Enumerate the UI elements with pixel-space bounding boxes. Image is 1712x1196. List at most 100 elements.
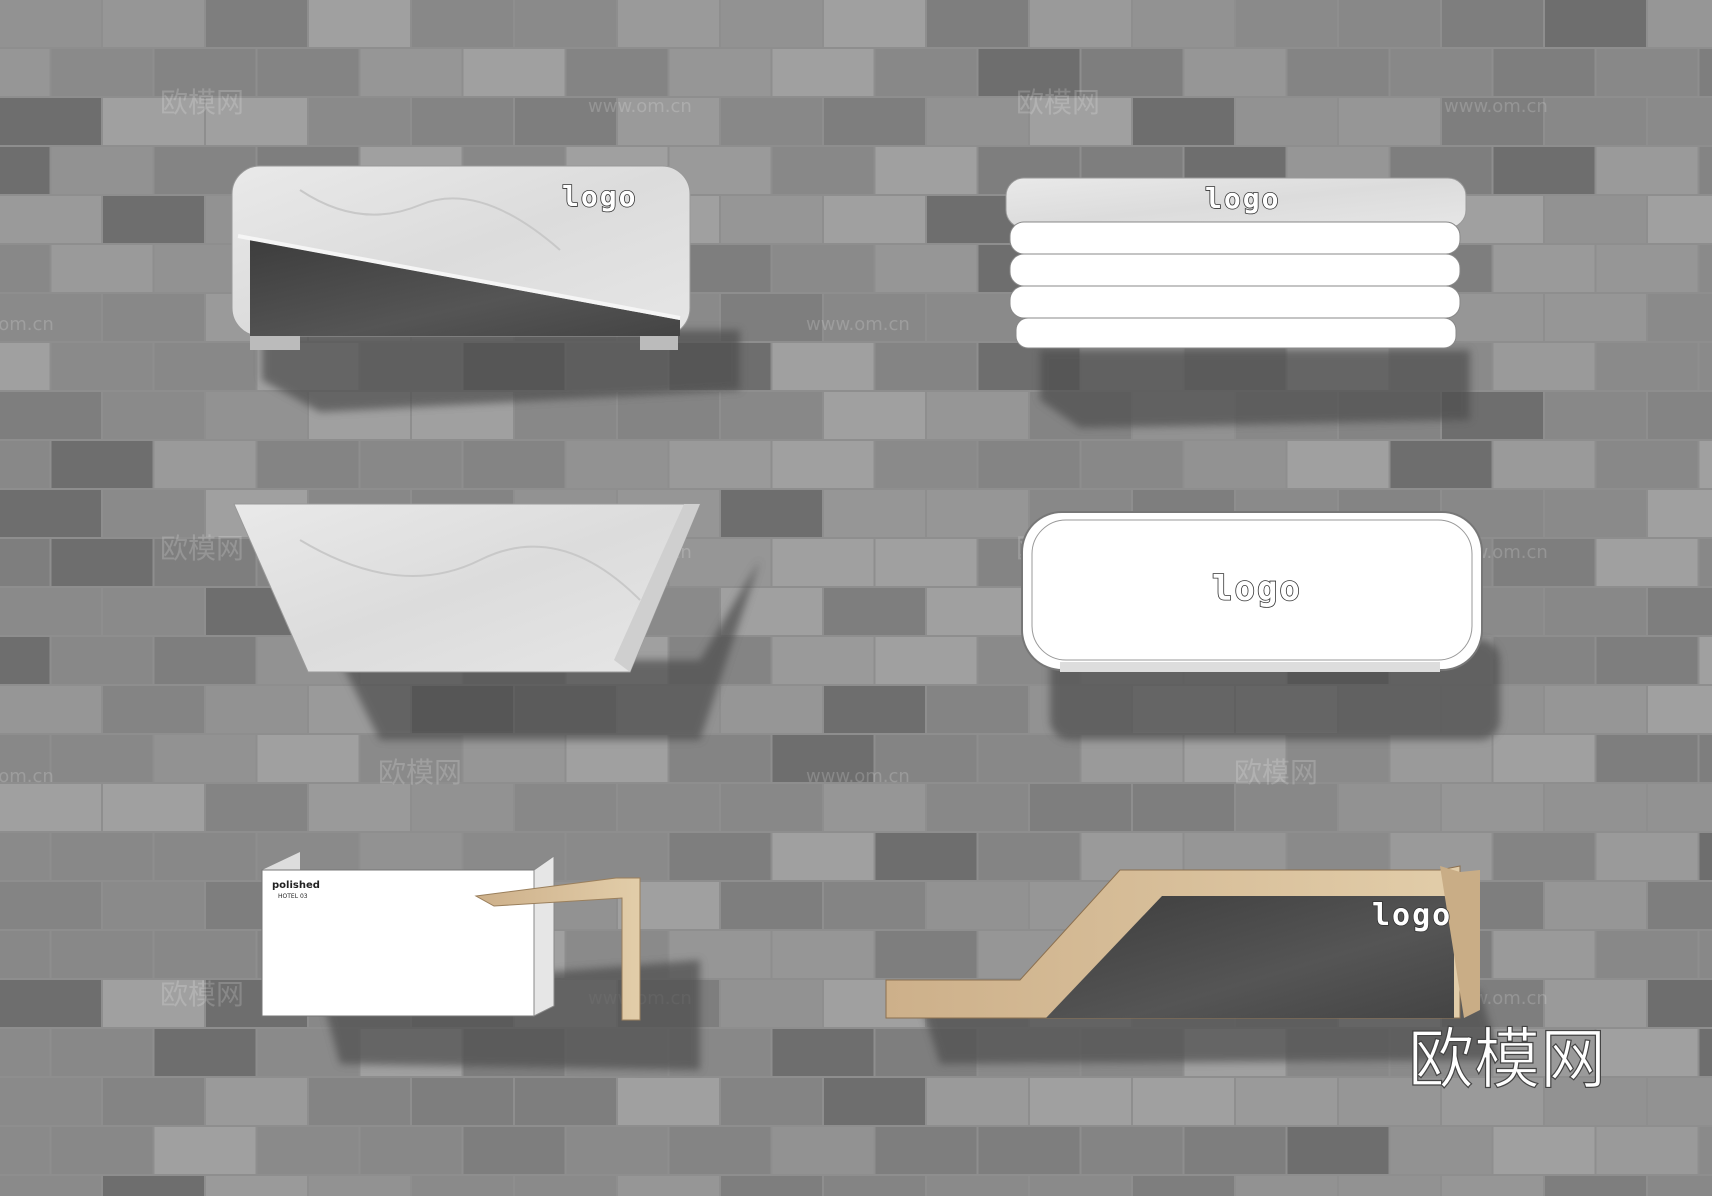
wall-tile [1339, 98, 1440, 145]
wall-tile [51, 147, 153, 194]
wall-tile [1287, 49, 1389, 96]
wall-tile [875, 833, 977, 880]
wall-tile [1339, 1078, 1440, 1125]
wall-tile [1596, 245, 1698, 292]
wall-tile [1390, 1127, 1492, 1174]
wall-tile [412, 0, 513, 47]
wall-tile [103, 882, 204, 929]
wall-tile [1648, 98, 1712, 145]
wall-tile [0, 784, 101, 831]
wall-tile [1545, 392, 1646, 439]
wall-tile [1081, 441, 1183, 488]
wall-tile [0, 539, 50, 586]
dark-marble-panel [1046, 896, 1454, 1018]
wall-tile [824, 784, 925, 831]
corner-watermark: 欧模网 [1408, 1021, 1606, 1098]
desk-shadow [340, 560, 760, 740]
background-watermark: 欧模网 [160, 978, 244, 1011]
wall-tile [1030, 784, 1131, 831]
wall-tile [51, 49, 153, 96]
wall-tile [1493, 833, 1595, 880]
wall-tile [103, 490, 204, 537]
wall-tile [1287, 441, 1389, 488]
marble-vein [299, 539, 641, 601]
wall-tile [618, 0, 719, 47]
wall-tile [51, 1029, 153, 1076]
wall-tile [1648, 294, 1712, 341]
wall-tile [103, 196, 204, 243]
wall-tile [103, 686, 204, 733]
desk-body [261, 869, 535, 1017]
wall-tile [618, 1176, 719, 1196]
wall-tile [721, 392, 822, 439]
wall-tile [1545, 98, 1646, 145]
wall-tile [875, 637, 977, 684]
wall-tile [1030, 1078, 1131, 1125]
wall-tile [206, 0, 307, 47]
wall-tile [824, 98, 925, 145]
reception-desk-3 [233, 503, 760, 740]
wall-tile [0, 147, 50, 194]
wall-tile [978, 1127, 1080, 1174]
background-watermark: 欧模网 [160, 532, 244, 565]
desk-foot [640, 336, 678, 350]
background-watermark: www.om.cn [0, 314, 54, 335]
wall-tile [1545, 1176, 1646, 1196]
wall-tile [772, 833, 874, 880]
wall-tile [618, 784, 719, 831]
wall-tile [1493, 441, 1595, 488]
wall-tile [515, 98, 616, 145]
wall-tile [103, 1176, 204, 1196]
desk-edge [237, 234, 681, 320]
background-watermark: www.om.cn [1444, 96, 1548, 117]
wall-tile [824, 294, 925, 341]
reception-desk-1: logo [231, 165, 740, 412]
wall-tile [0, 392, 101, 439]
wall-tile [875, 735, 977, 782]
wall-tile [463, 441, 565, 488]
wall-tile [1184, 735, 1286, 782]
wall-tile [1545, 196, 1646, 243]
wall-tile [154, 539, 256, 586]
wall-tile [1699, 833, 1712, 880]
wall-tile [978, 833, 1080, 880]
wall-tile [1493, 637, 1595, 684]
wall-tile [1339, 0, 1440, 47]
wall-tile [721, 0, 822, 47]
wall-tile [51, 245, 153, 292]
wall-tile [978, 49, 1080, 96]
wall-tile [978, 735, 1080, 782]
wall-tile [51, 539, 153, 586]
wall-tile [1699, 147, 1712, 194]
wall-tile [309, 0, 410, 47]
wall-tile [1545, 882, 1646, 929]
wall-tile [412, 1078, 513, 1125]
wall-tile [154, 343, 256, 390]
wall-tile [0, 196, 101, 243]
wall-tile [0, 882, 101, 929]
wall-tile [824, 882, 925, 929]
wall-tile [1699, 637, 1712, 684]
wall-tile [978, 441, 1080, 488]
wall-tile [0, 1127, 50, 1174]
wall-tile [927, 98, 1028, 145]
wall-tile [463, 49, 565, 96]
wall-tile [927, 490, 1028, 537]
wall-tile [875, 441, 977, 488]
background-watermark: 欧模网 [1016, 86, 1100, 119]
wall-tile [1442, 0, 1543, 47]
wall-tile [0, 441, 50, 488]
wall-tile [0, 833, 50, 880]
wall-tile [1545, 294, 1646, 341]
wall-tile [1596, 49, 1698, 96]
wall-tile [0, 1176, 101, 1196]
wall-tile [618, 392, 719, 439]
wall-tile [103, 98, 204, 145]
wall-tile [669, 833, 771, 880]
wall-tile [51, 833, 153, 880]
wall-tile [875, 931, 977, 978]
wall-tile [1081, 49, 1183, 96]
wall-tile [1699, 1127, 1712, 1174]
wall-tile [309, 784, 410, 831]
wall-tile [1648, 686, 1712, 733]
